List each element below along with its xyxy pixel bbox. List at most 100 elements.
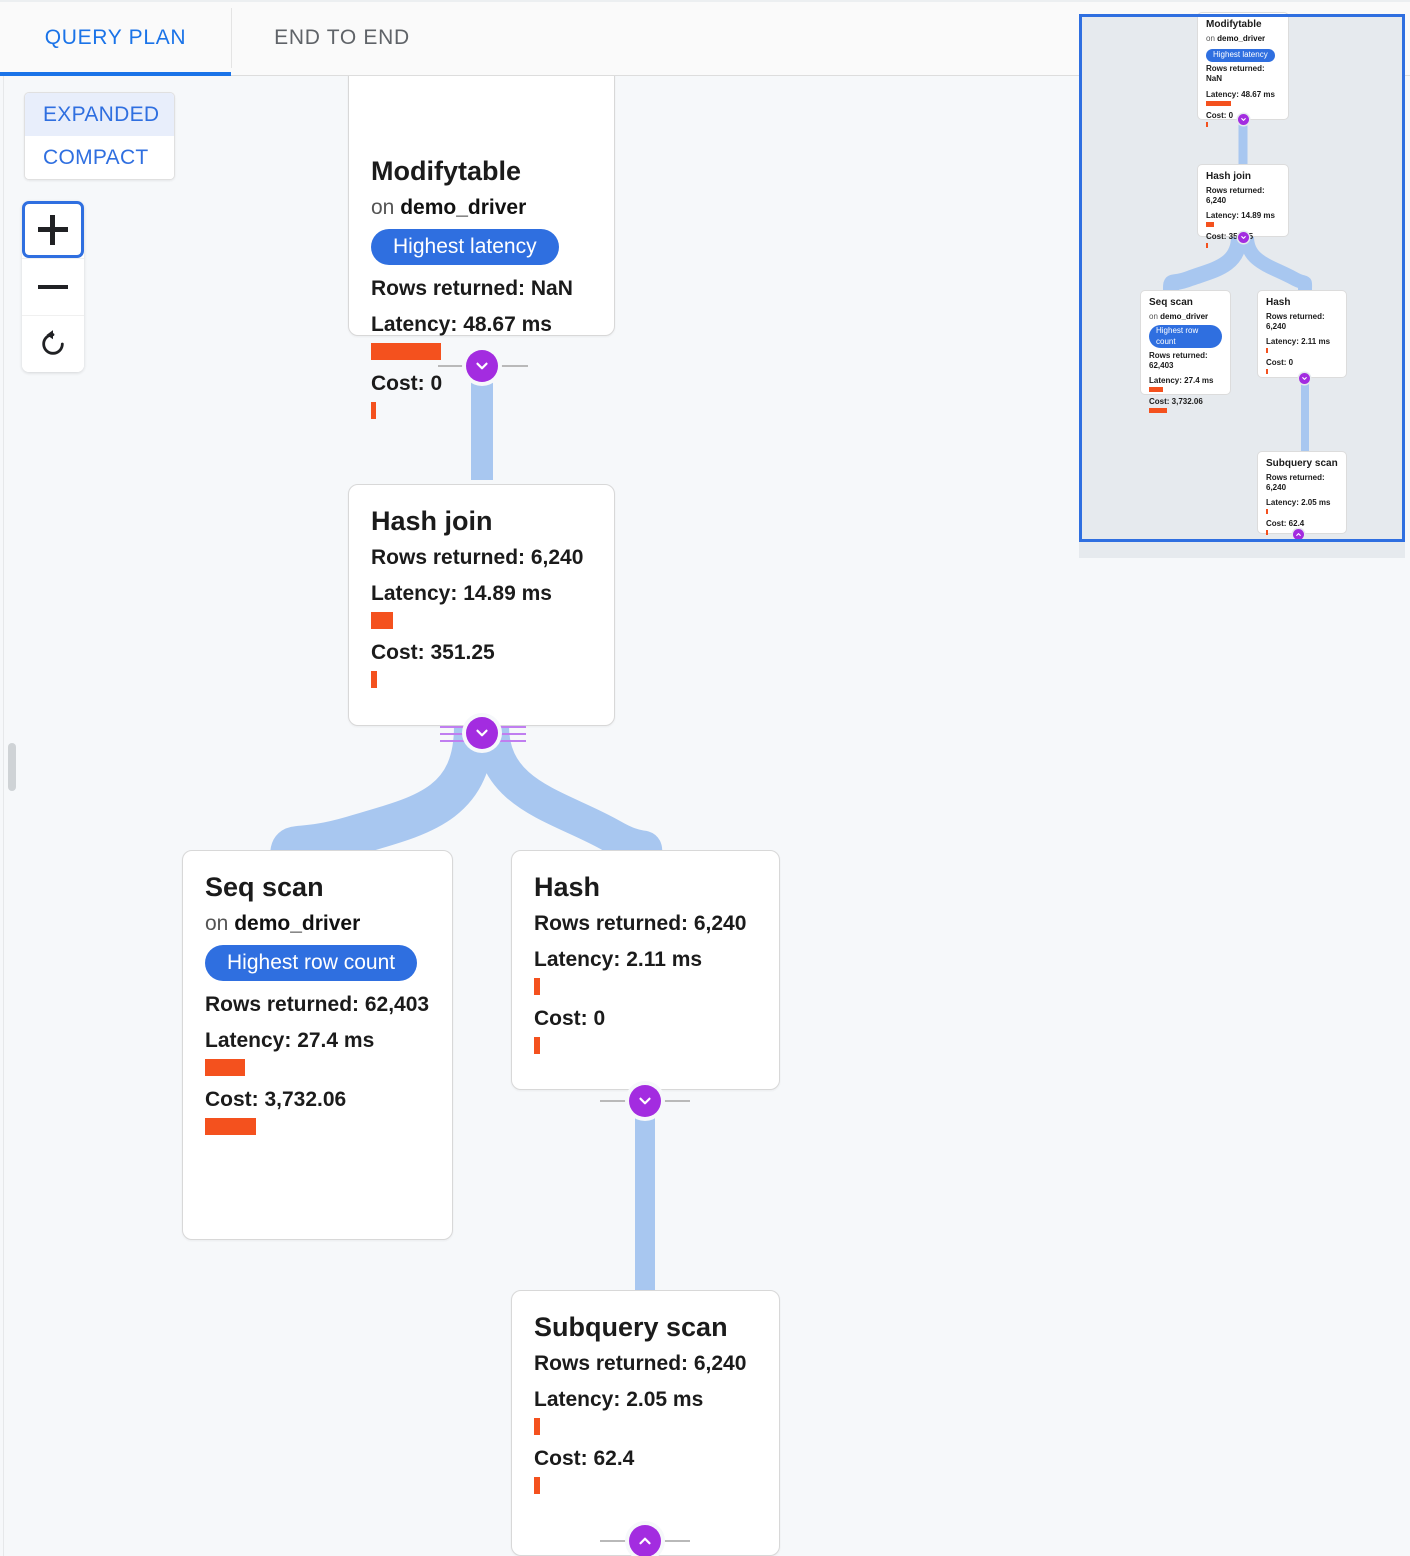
mode-compact-button[interactable]: COMPACT <box>25 136 174 179</box>
zoom-out-button[interactable] <box>22 258 84 315</box>
chevron-up-icon <box>1296 533 1301 536</box>
minimap-node-modifytable[interactable]: Modifytable on demo_driver Highest laten… <box>1197 12 1289 127</box>
minimap-node-rows: Rows returned: 6,240 <box>1266 311 1325 331</box>
join-rail-right-3 <box>490 740 526 742</box>
minimap-status-badge: Highest row count <box>1149 324 1222 349</box>
minimap-node-rows: Rows returned: 62,403 <box>1149 350 1208 371</box>
minimap-node-subqueryscan[interactable]: Subquery scan Rows returned: 6,240 Laten… <box>1257 451 1347 536</box>
expander-rail-left <box>438 365 472 367</box>
minimap-node-hash[interactable]: Hash Rows returned: 6,240 Latency: 2.11 … <box>1257 290 1347 378</box>
expander-subqueryscan[interactable] <box>629 1525 661 1556</box>
reset-view-button[interactable] <box>22 315 84 372</box>
chevron-down-icon <box>1241 118 1246 121</box>
node-title: Modifytable <box>371 156 522 186</box>
node-rows: Rows returned: 6,240 <box>371 545 584 569</box>
subquery-rail-right <box>658 1540 690 1542</box>
minimap-expander-hashjoin[interactable] <box>1238 232 1249 243</box>
minimap-node-title: Hash <box>1266 297 1291 308</box>
minimap-expander-modifytable[interactable] <box>1238 114 1249 125</box>
minimap-latency-bar <box>1149 387 1163 393</box>
expander-hash[interactable] <box>629 1085 661 1117</box>
node-rows: Rows returned: 6,240 <box>534 1351 747 1375</box>
minimap-node-cost: Cost: 351.25 <box>1206 232 1254 242</box>
expander-hashjoin[interactable] <box>466 717 498 749</box>
node-rows: Rows returned: NaN <box>371 277 573 301</box>
cost-bar <box>534 1036 540 1054</box>
expander-modifytable[interactable] <box>466 350 498 382</box>
plus-icon <box>38 214 68 245</box>
tab-end-to-end-label: END TO END <box>274 25 410 49</box>
minimap-node-rows: Rows returned: NaN <box>1206 63 1265 84</box>
minimap-cost-bar <box>1266 530 1268 536</box>
zoom-in-button[interactable] <box>22 201 84 258</box>
minimap-node-latency: Latency: 2.05 ms <box>1266 498 1331 508</box>
join-rail-left-2 <box>440 733 476 735</box>
node-latency: Latency: 48.67 ms <box>371 313 552 337</box>
node-latency: Latency: 2.11 ms <box>534 947 703 971</box>
display-mode-toggle[interactable]: EXPANDED COMPACT <box>24 92 175 180</box>
tab-end-to-end[interactable]: END TO END <box>231 0 453 76</box>
latency-bar <box>205 1059 245 1077</box>
plan-node-seqscan[interactable]: Seq scan on demo_driver Highest row coun… <box>182 850 453 1240</box>
minimap-node-latency: Latency: 2.11 ms <box>1266 337 1331 347</box>
minimap-node-seqscan[interactable]: Seq scan on demo_driver Highest row coun… <box>1140 290 1231 414</box>
minimap-latency-bar <box>1266 509 1268 515</box>
mode-expanded-button[interactable]: EXPANDED <box>25 93 174 136</box>
hash-rail-left <box>600 1100 632 1102</box>
tab-query-plan[interactable]: QUERY PLAN <box>0 0 231 76</box>
cost-bar <box>534 1476 540 1494</box>
minimap-node-cost: Cost: 0 <box>1266 358 1294 368</box>
node-title: Hash join <box>371 506 493 536</box>
minimap[interactable]: Modifytable on demo_driver Highest laten… <box>1079 12 1405 558</box>
node-cost: Cost: 0 <box>534 1006 606 1030</box>
canvas-left-rule <box>3 76 4 1556</box>
node-relation: on demo_driver <box>205 911 361 935</box>
expander-rail-right <box>494 365 528 367</box>
latency-bar <box>371 611 393 629</box>
minimap-status-badge: Highest latency <box>1206 48 1275 62</box>
node-rows: Rows returned: 62,403 <box>205 993 430 1017</box>
node-relation-name: demo_driver <box>400 195 527 219</box>
minimap-node-relation: on demo_driver <box>1149 311 1209 321</box>
minimap-cost-bar <box>1206 243 1208 249</box>
minimap-node-rows: Rows returned: 6,240 <box>1266 472 1325 492</box>
chevron-down-icon <box>639 1097 651 1105</box>
node-cost: Cost: 3,732.06 <box>205 1088 347 1112</box>
chevron-down-icon <box>1241 236 1246 239</box>
minimap-cost-bar <box>1266 369 1268 375</box>
minimap-node-cost: Cost: 62.4 <box>1266 519 1305 529</box>
node-relation-name: demo_driver <box>234 911 361 935</box>
plan-node-modifytable[interactable]: Modifytable on demo_driver Highest laten… <box>348 76 615 420</box>
minimap-expander-subqueryscan[interactable] <box>1293 529 1304 540</box>
node-rows: Rows returned: 6,240 <box>534 911 747 935</box>
latency-bar <box>534 977 540 995</box>
plan-node-hash[interactable]: Hash Rows returned: 6,240 Latency: 2.11 … <box>511 850 780 1090</box>
latency-bar <box>534 1417 540 1435</box>
minimap-node-rows: Rows returned: 6,240 <box>1206 185 1265 205</box>
plan-node-subqueryscan[interactable]: Subquery scan Rows returned: 6,240 Laten… <box>511 1290 780 1556</box>
node-cost: Cost: 62.4 <box>534 1446 635 1470</box>
subquery-rail-left <box>600 1540 632 1542</box>
mode-compact-label: COMPACT <box>43 145 149 169</box>
plan-node-hashjoin[interactable]: Hash join Rows returned: 6,240 Latency: … <box>348 484 615 726</box>
node-title: Subquery scan <box>534 1312 728 1342</box>
minimap-expander-hash[interactable] <box>1299 373 1310 384</box>
node-cost: Cost: 0 <box>371 372 443 396</box>
minimap-node-latency: Latency: 27.4 ms <box>1149 376 1214 386</box>
minus-icon <box>38 272 68 302</box>
chevron-down-icon <box>476 362 488 370</box>
node-latency: Latency: 14.89 ms <box>371 581 552 605</box>
zoom-controls[interactable] <box>22 201 84 372</box>
cost-bar <box>205 1118 256 1136</box>
latency-bar <box>371 343 441 361</box>
cost-bar <box>371 402 376 420</box>
minimap-cost-bar <box>1149 408 1167 414</box>
minimap-node-cost: Cost: 3,732.06 <box>1149 397 1203 407</box>
minimap-node-hashjoin[interactable]: Hash join Rows returned: 6,240 Latency: … <box>1197 164 1289 249</box>
node-title: Hash <box>534 872 601 902</box>
minimap-node-latency: Latency: 14.89 ms <box>1206 211 1275 221</box>
node-latency: Latency: 27.4 ms <box>205 1029 375 1053</box>
mode-expanded-label: EXPANDED <box>43 102 160 126</box>
join-rail-left-1 <box>440 726 476 728</box>
canvas-scrollbar-handle[interactable] <box>8 743 16 791</box>
